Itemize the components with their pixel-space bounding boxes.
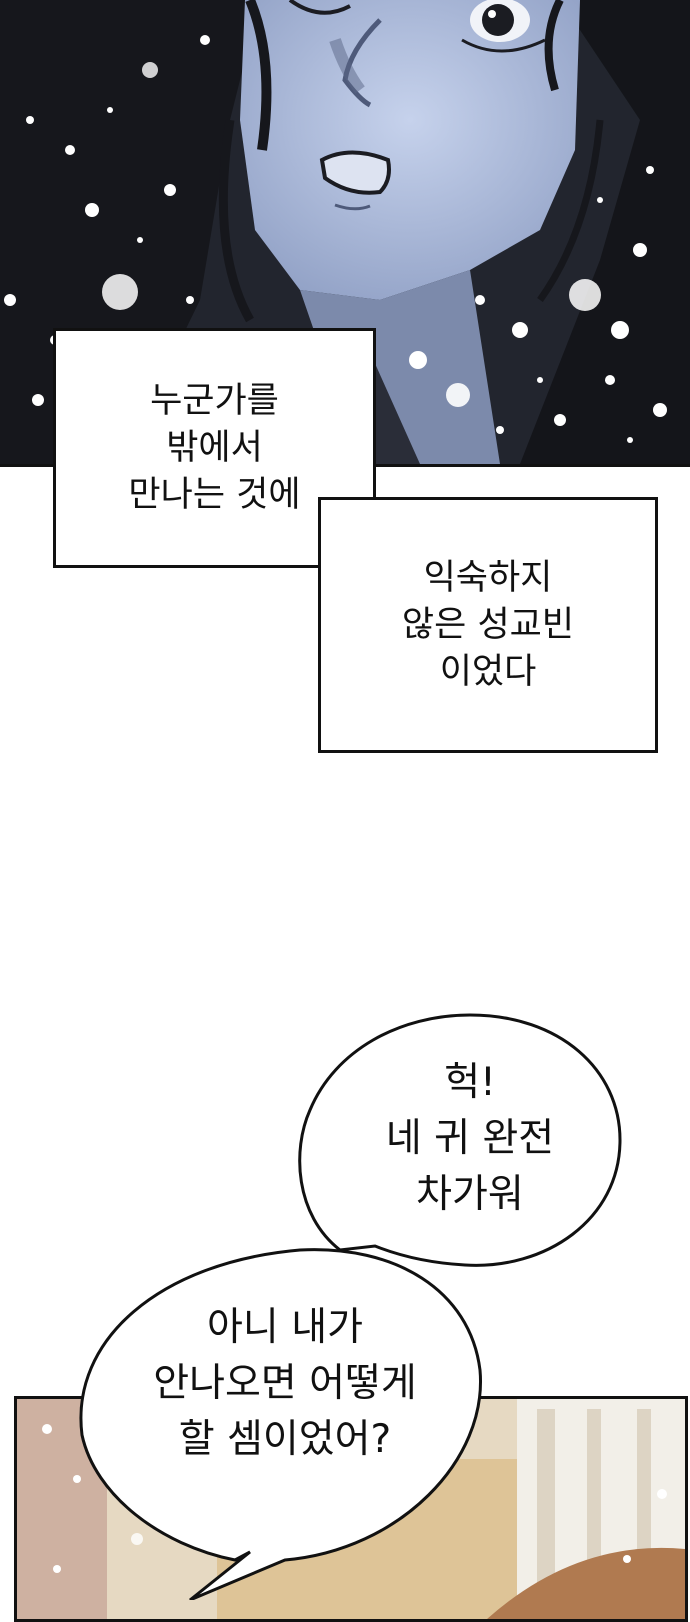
caption-2-text: 익숙하지 않은 성교빈 이었다 (401, 557, 575, 692)
hair-right (520, 0, 690, 464)
snow-particles (4, 35, 667, 443)
nose (342, 18, 382, 108)
mouth (319, 150, 391, 195)
caption-1-text: 누군가를 밖에서 만나는 것에 (128, 380, 301, 515)
speech-bubble-2-text: 아니 내가 안나오면 어떻게 할 셈이었어? (153, 1305, 417, 1462)
narration-caption-2: 익숙하지 않은 성교빈 이었다 (318, 497, 658, 753)
speech-bubble-1-shape (298, 1013, 622, 1267)
speech-bubble-1-text: 헉! 네 귀 완전 차가워 (385, 1060, 555, 1217)
speech-bubble-2-shape (79, 1248, 482, 1600)
closed-eye (288, 0, 351, 15)
face (240, 0, 580, 300)
